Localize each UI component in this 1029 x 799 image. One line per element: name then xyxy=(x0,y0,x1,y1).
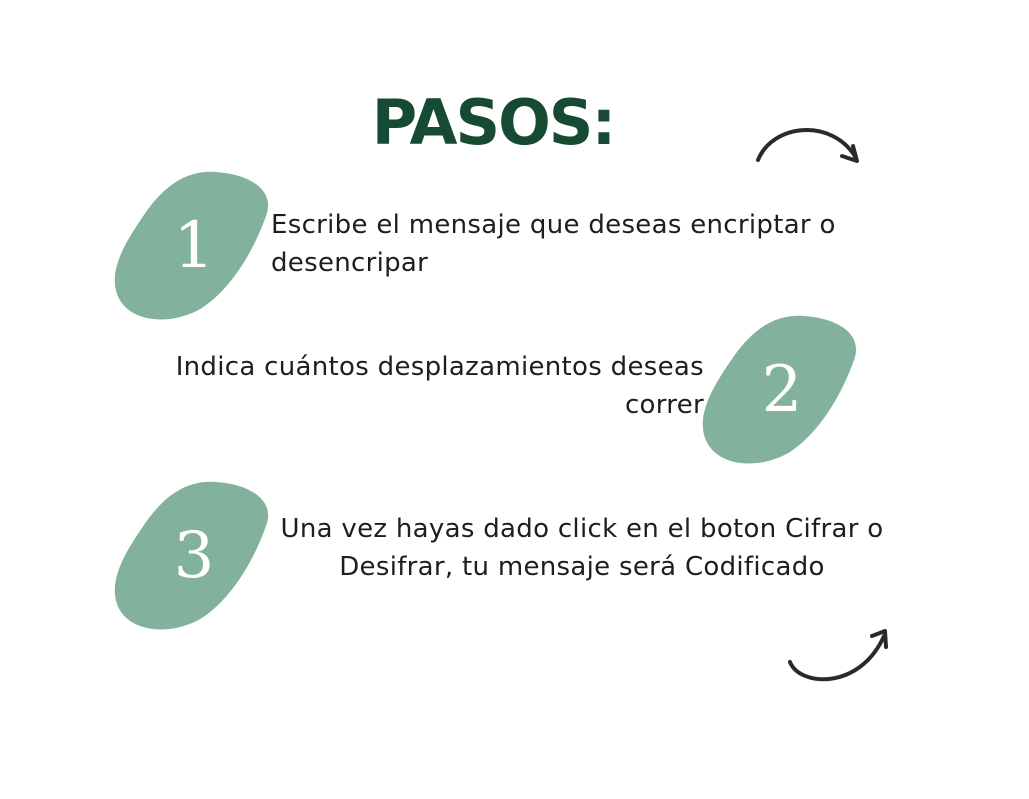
step-3-text: Una vez hayas dado click en el boton Cif… xyxy=(280,514,884,582)
step-3-badge: 3 xyxy=(114,478,274,633)
step-3-number: 3 xyxy=(173,518,215,593)
blob-shape xyxy=(114,171,269,320)
page-title: PASOS: xyxy=(371,86,617,159)
blob-shape xyxy=(702,315,857,464)
step-2-badge: 2 xyxy=(702,312,862,467)
curved-arrow-right-down-icon xyxy=(756,128,859,163)
step-1-text: Escribe el mensaje que deseas encriptar … xyxy=(271,210,836,278)
step-1-number: 1 xyxy=(173,208,215,283)
curved-arrow-right-up-icon xyxy=(788,629,888,682)
blob-shape xyxy=(114,481,269,630)
step-2-number: 2 xyxy=(761,352,803,427)
step-1-badge: 1 xyxy=(114,168,274,323)
step-2-text: Indica cuántos desplazamientos deseas co… xyxy=(175,352,704,420)
